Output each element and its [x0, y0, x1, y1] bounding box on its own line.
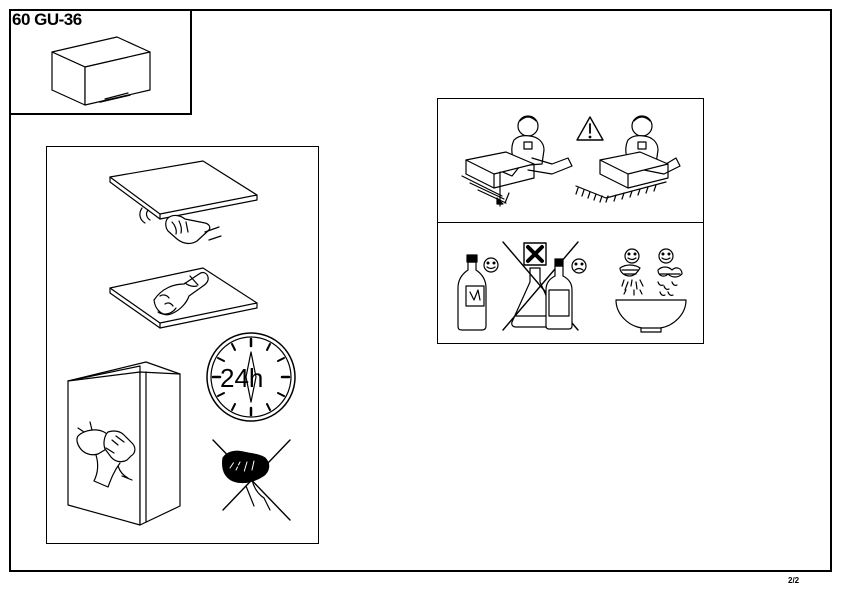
no-rough-cloth-icon: [212, 439, 291, 521]
product-code: 60 GU-36: [12, 10, 82, 29]
soap-water-bowl-icon: [615, 248, 687, 333]
warning-triangle-icon: [576, 116, 604, 141]
assembly-on-rough-floor-icon: [575, 115, 681, 203]
cleaning-panel: [46, 146, 319, 544]
panel-divider: [437, 222, 704, 223]
assembly-panel: [437, 98, 704, 344]
page-number: 2/2: [788, 576, 800, 585]
clock-24h-icon: 24h: [206, 332, 296, 422]
page-frame: [9, 9, 832, 572]
clock-label: 24h: [220, 363, 263, 393]
wall-cabinet-icon: [51, 36, 151, 106]
mild-detergent-icon: [457, 254, 499, 331]
solvent-bottle-icon: [545, 258, 587, 330]
wipe-surface-icon: [109, 267, 258, 329]
cabinet-wipe-icon: [67, 361, 181, 526]
wipe-edge-icon: [109, 160, 258, 245]
assembly-on-soft-floor-icon: [461, 115, 573, 207]
